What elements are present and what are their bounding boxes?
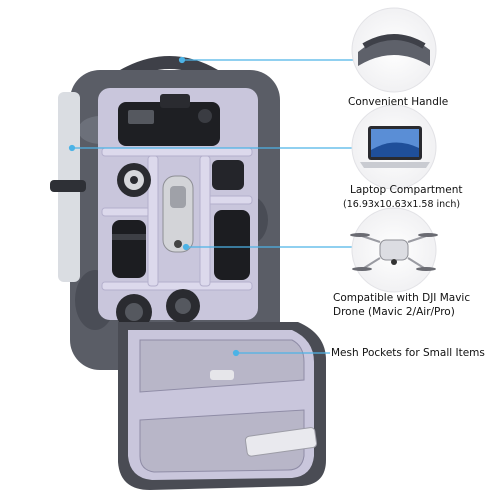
laptop-detail (351, 104, 437, 190)
mesh-pocket-label: Mesh Pockets for Small Items (331, 347, 485, 359)
open-lid (118, 322, 326, 490)
laptop-dimensions: (16.93x10.63x1.58 inch) (343, 199, 461, 210)
handle-detail (351, 7, 437, 93)
drone-in-bag (162, 175, 194, 253)
callout-lines (68, 56, 356, 357)
laptop-label: Laptop Compartment (350, 184, 463, 196)
lens-caps (117, 160, 244, 197)
drone-label-line1: Compatible with DJI Mavic (333, 292, 471, 304)
lenses (112, 210, 250, 330)
camera-body (118, 94, 220, 146)
interior-dividers (101, 147, 253, 291)
drone-label-line2: Drone (Mavic 2/Air/Pro) (333, 306, 455, 318)
mesh-pocket-bottom (139, 409, 305, 473)
handle-label: Convenient Handle (348, 96, 449, 108)
drone-detail (350, 207, 438, 293)
